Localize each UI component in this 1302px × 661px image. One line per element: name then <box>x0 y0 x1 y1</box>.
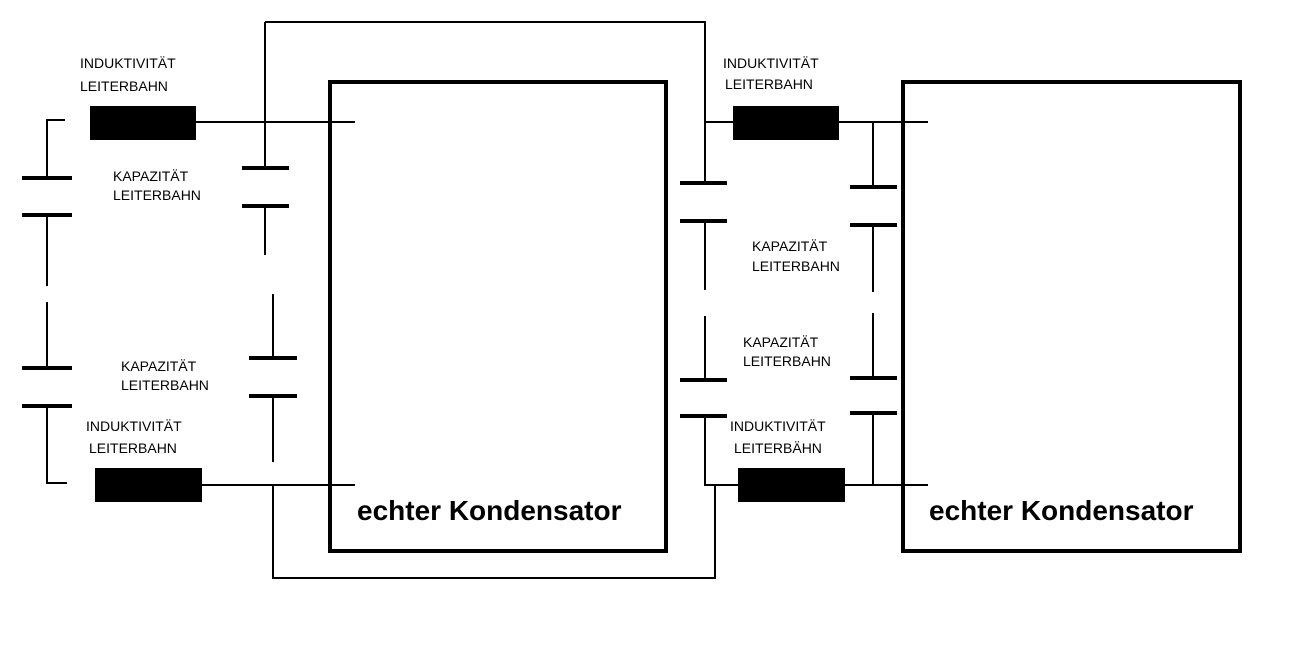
right-bottom-inductor <box>738 468 845 502</box>
left-bottom-wire <box>46 406 67 484</box>
left-inductor-top-label-line1: INDUKTIVITÄT <box>80 55 176 71</box>
left-capacitance-bottom-label-line2: LEITERBAHN <box>121 377 209 393</box>
right-inductor-top-label-line1: INDUKTIVITÄT <box>723 55 819 71</box>
right-inductor-bottom-label-line2: LEITERBÄHN <box>734 440 822 456</box>
right-inductor-top-label-line2: LEITERBAHN <box>725 76 813 92</box>
right-capacitance-upper-label-line1: KAPAZITÄT <box>752 238 828 254</box>
left-bottom-inductor <box>95 468 202 502</box>
left-top-inductor <box>90 106 196 140</box>
right-inductor-bottom-label-line1: INDUKTIVITÄT <box>730 418 826 434</box>
left-capacitance-top-label-line2: LEITERBAHN <box>113 187 201 203</box>
left-real-capacitor-box <box>328 80 668 553</box>
left-top-wire <box>46 119 65 178</box>
connecting-wires <box>265 21 716 579</box>
right-real-capacitor-label: echter Kondensator <box>929 495 1194 526</box>
right-capacitance-lower-label-line2: LEITERBAHN <box>743 353 831 369</box>
right-top-inductor <box>733 106 839 140</box>
left-real-capacitor-label: echter Kondensator <box>357 495 622 526</box>
left-circuit: INDUKTIVITÄT LEITERBAHN KAPAZITÄT LEITER… <box>22 22 668 553</box>
left-inductor-top-label-line2: LEITERBAHN <box>80 78 168 94</box>
right-circuit: INDUKTIVITÄT LEITERBAHN KAPAZITÄT LEITER… <box>680 55 1242 553</box>
right-real-capacitor-box <box>901 80 1242 553</box>
top-bridge-wire <box>265 21 706 183</box>
left-capacitance-top-label-line1: KAPAZITÄT <box>113 168 189 184</box>
right-capacitance-lower-label-line1: KAPAZITÄT <box>743 334 819 350</box>
right-left-bottom-wire <box>704 416 740 486</box>
left-inductor-bottom-label-line1: INDUKTIVITÄT <box>86 418 182 434</box>
right-capacitance-upper-label-line2: LEITERBAHN <box>752 258 840 274</box>
left-capacitance-bottom-label-line1: KAPAZITÄT <box>121 358 197 374</box>
left-inductor-bottom-label-line2: LEITERBAHN <box>89 440 177 456</box>
bottom-bridge-wire <box>272 485 716 579</box>
